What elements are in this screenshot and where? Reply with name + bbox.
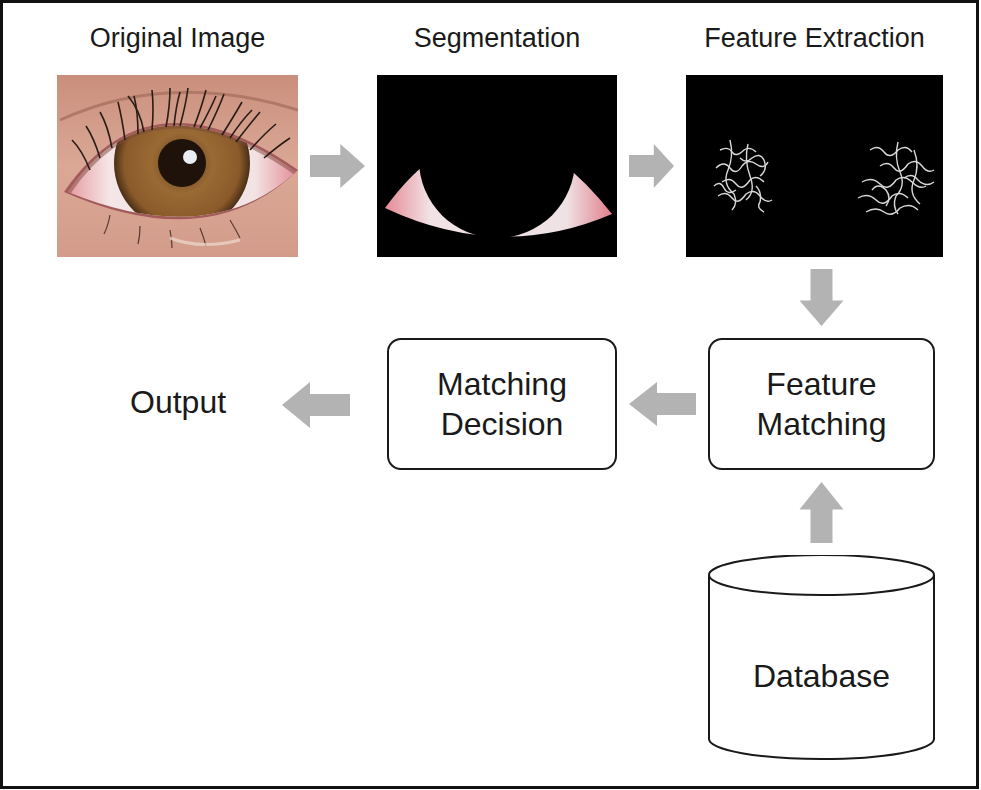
- node-text: Matching Decision: [422, 364, 582, 444]
- panel-heading: Segmentation: [337, 8, 657, 68]
- process-box: Feature Matching: [708, 338, 935, 470]
- eye-photo: [57, 75, 298, 257]
- panel-heading: Original Image: [17, 8, 338, 68]
- node-text: Database: [753, 656, 890, 696]
- flow-arrow: [800, 482, 844, 543]
- image-panel: Feature Extraction: [686, 8, 943, 257]
- node-text: Original Image: [90, 23, 266, 54]
- segmentation-image: [377, 75, 617, 257]
- flow-arrow: [800, 269, 844, 326]
- process-box: Matching Decision: [387, 338, 617, 470]
- flow-arrow: [629, 144, 674, 188]
- flow-arrow: [310, 144, 365, 188]
- output-label: Output: [130, 384, 226, 421]
- image-panel: Segmentation: [377, 8, 617, 257]
- output-arrow: [282, 382, 350, 428]
- image-panel: Original Image: [57, 8, 298, 257]
- panel-heading: Feature Extraction: [646, 8, 981, 68]
- node-text: Feature Matching: [742, 364, 902, 444]
- node-text: Segmentation: [414, 23, 581, 54]
- database-cylinder: Database: [708, 555, 935, 760]
- flow-arrow: [629, 382, 696, 426]
- feature-extraction-image: [686, 75, 943, 257]
- node-text: Feature Extraction: [704, 23, 925, 54]
